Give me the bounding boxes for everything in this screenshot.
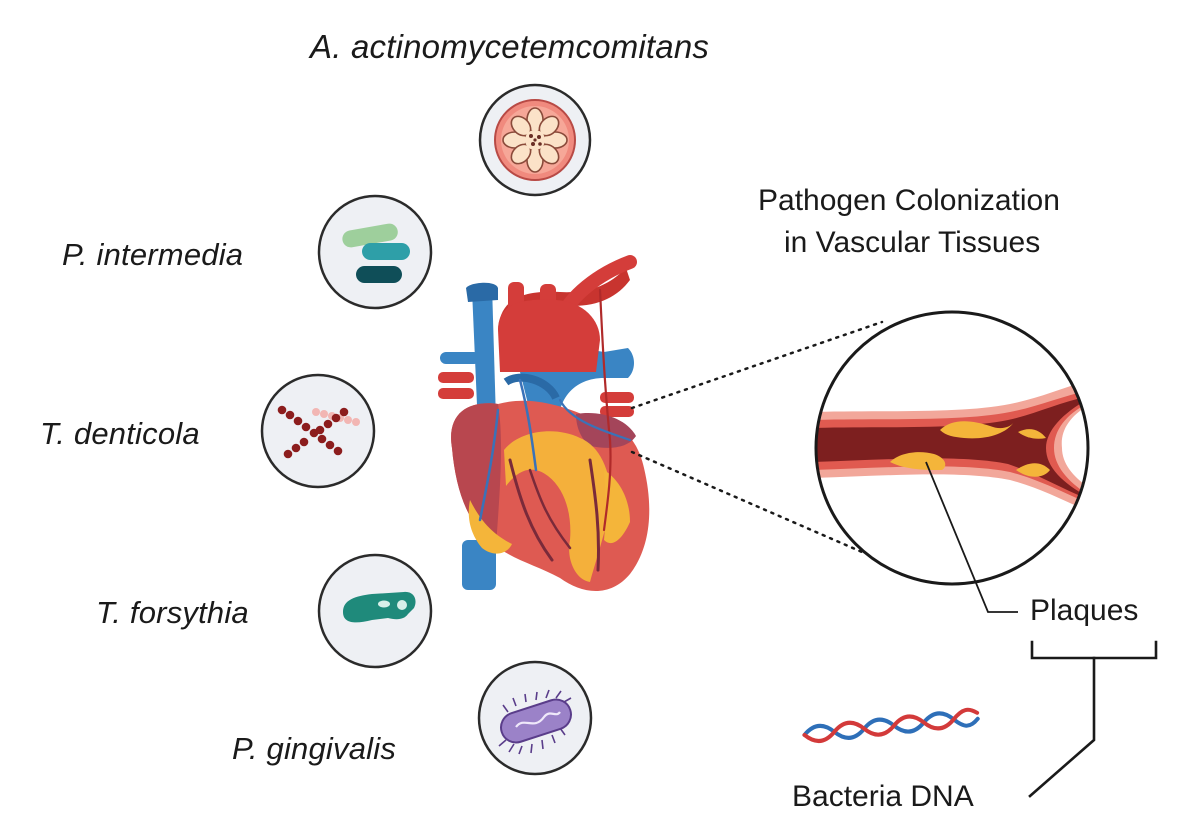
colonization-title-line2: in Vascular Tissues [784,226,1041,259]
heart-icon [438,255,650,591]
p-gingivalis-icon [477,660,593,776]
t-forsythia-label: T. forsythia [96,595,249,630]
t-forsythia-icon [317,553,433,669]
a-actinomycetemcomitans-label: A. actinomycetemcomitans [310,28,710,65]
zoom-connector-lines [630,320,884,554]
magnified-vessel-icon [814,310,1090,586]
plaques-bracket [1028,640,1158,798]
p-intermedia-label: P. intermedia [62,237,244,272]
p-intermedia-icon [317,194,433,310]
t-denticola-icon [260,373,376,489]
bacteria-dna-label: Bacteria DNA [792,780,974,813]
a-actinomycetemcomitans-icon [478,83,592,197]
p-gingivalis-label: P. gingivalis [232,731,397,766]
plaques-label: Plaques [1030,594,1139,627]
bacteria-dna-icon [802,707,980,743]
plaques-pointer [925,461,1018,613]
t-denticola-label: T. denticola [40,416,200,451]
colonization-title-line1: Pathogen Colonization [758,184,1060,217]
